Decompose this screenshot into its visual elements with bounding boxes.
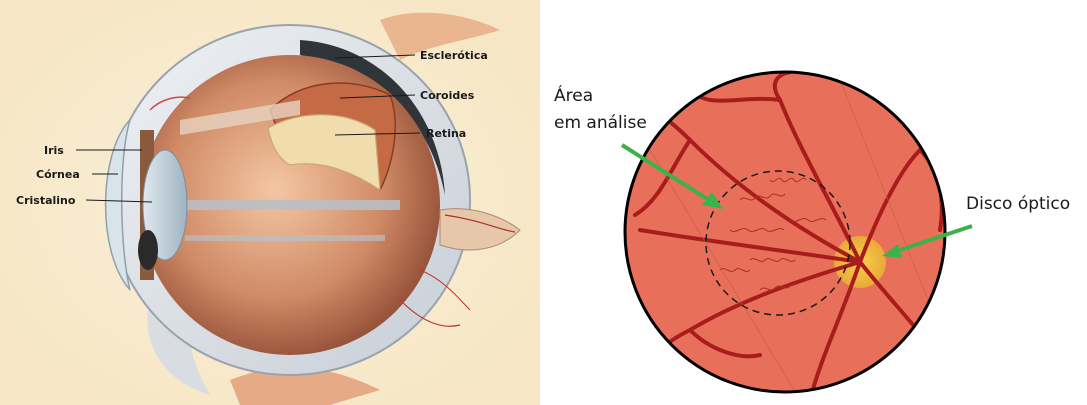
label-optic-disc: Disco óptico <box>966 194 1070 214</box>
fundus-circle <box>625 72 945 392</box>
cut-plane-horizontal <box>185 200 400 210</box>
pupil-shape <box>138 230 158 270</box>
label-iris: Iris <box>44 144 64 157</box>
label-retina: Retina <box>426 127 466 140</box>
label-analysis-area-line1: Área <box>554 84 593 106</box>
label-lens: Cristalino <box>16 194 76 207</box>
eye-cross-section-illustration: Esclerótica Coroides Retina Iris Córnea … <box>0 0 540 405</box>
cut-plane-horizontal-2 <box>185 235 385 241</box>
label-choroid: Coroides <box>420 89 475 102</box>
eye-anatomy-panel: Esclerótica Coroides Retina Iris Córnea … <box>0 0 540 405</box>
label-cornea: Córnea <box>36 168 80 181</box>
fundus-illustration: Área em análise Disco óptico <box>540 0 1087 405</box>
label-analysis-area-line2: em análise <box>554 113 647 133</box>
fundus-panel: Área em análise Disco óptico <box>540 0 1087 405</box>
label-sclera: Esclerótica <box>420 49 488 62</box>
